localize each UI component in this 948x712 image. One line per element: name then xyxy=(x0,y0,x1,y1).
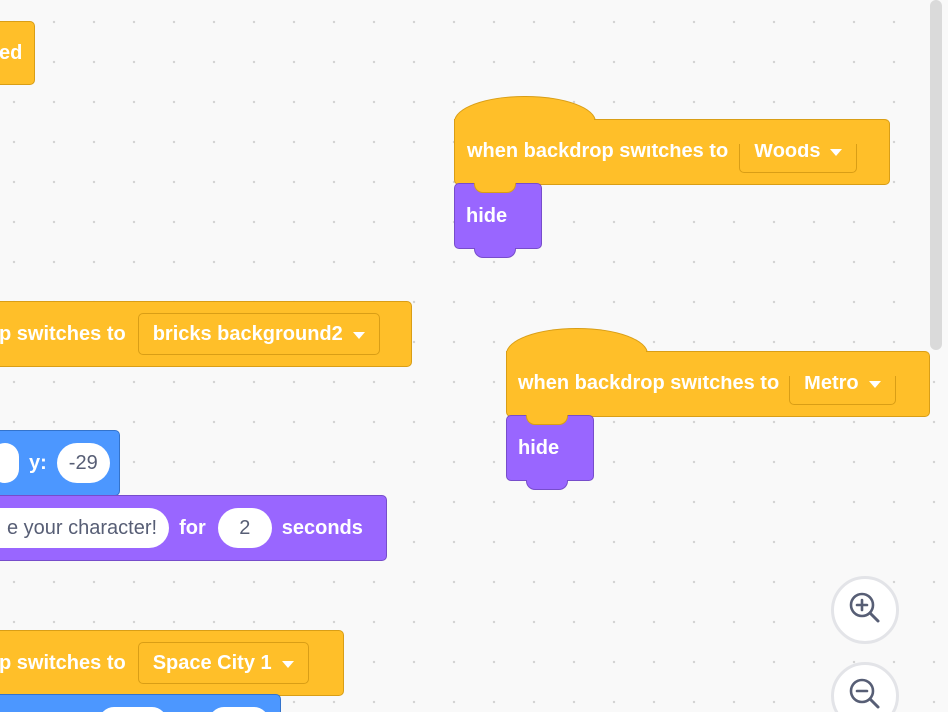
backdrop-switches-block-partial[interactable]: p switches to bricks background2 xyxy=(0,301,412,367)
y-label: y: xyxy=(29,451,47,474)
backdrop-switches-block-partial[interactable]: p switches to Space City 1 xyxy=(0,630,344,696)
block-tab xyxy=(526,480,568,490)
dropdown-caret-icon xyxy=(352,331,365,339)
seconds-input-value: 2 xyxy=(239,516,251,539)
backdrop-dropdown[interactable]: bricks background2 xyxy=(137,313,380,355)
hat-block-top-edge xyxy=(594,119,889,144)
message-input[interactable]: e your character! xyxy=(0,508,170,548)
say-for-seconds-block-partial[interactable]: e your character! for 2 seconds xyxy=(0,495,387,561)
y-input-value: -29 xyxy=(68,451,98,474)
message-input-value: e your character! xyxy=(7,516,158,539)
seconds-label: seconds xyxy=(281,516,363,539)
event-block-label: ed xyxy=(0,41,23,64)
seconds-input[interactable]: 2 xyxy=(217,508,272,548)
y-input[interactable]: -29 xyxy=(56,443,110,483)
block-tab xyxy=(474,248,516,258)
hat-block-label: when backdrop switches to xyxy=(518,372,780,394)
x-input-partial[interactable] xyxy=(0,443,19,483)
event-block-partial[interactable]: ed xyxy=(0,21,35,85)
hat-block-label: when backdrop switches to xyxy=(467,140,729,162)
zoom-out-icon xyxy=(847,676,883,712)
backdrop-block-label: p switches to xyxy=(0,651,126,674)
backdrop-dropdown-value: Woods xyxy=(754,140,821,162)
motion-input-partial[interactable] xyxy=(99,707,167,712)
backdrop-dropdown-value: bricks background2 xyxy=(152,322,343,345)
backdrop-dropdown-value: Metro xyxy=(804,372,859,394)
dropdown-caret-icon xyxy=(868,381,881,388)
go-to-xy-block-partial[interactable]: y: -29 xyxy=(0,430,120,496)
dropdown-caret-icon xyxy=(281,660,294,668)
hide-block-label: hide xyxy=(466,204,508,227)
hide-block[interactable]: hide xyxy=(454,183,542,249)
zoom-in-button[interactable] xyxy=(831,576,899,644)
backdrop-block-label: p switches to xyxy=(0,322,126,345)
vertical-scrollbar[interactable] xyxy=(930,0,942,350)
zoom-in-icon xyxy=(847,590,883,631)
backdrop-dropdown[interactable]: Space City 1 xyxy=(137,642,309,684)
block-notch xyxy=(526,415,568,425)
backdrop-dropdown-value: Space City 1 xyxy=(152,651,272,674)
block-notch xyxy=(474,183,516,193)
motion-block-partial[interactable] xyxy=(0,694,281,712)
dropdown-caret-icon xyxy=(830,149,843,156)
motion-input-partial[interactable] xyxy=(209,707,269,712)
for-label: for xyxy=(179,516,206,539)
zoom-out-button[interactable] xyxy=(831,662,899,712)
hide-block-label: hide xyxy=(518,436,560,459)
hat-block-top-edge xyxy=(646,351,929,376)
